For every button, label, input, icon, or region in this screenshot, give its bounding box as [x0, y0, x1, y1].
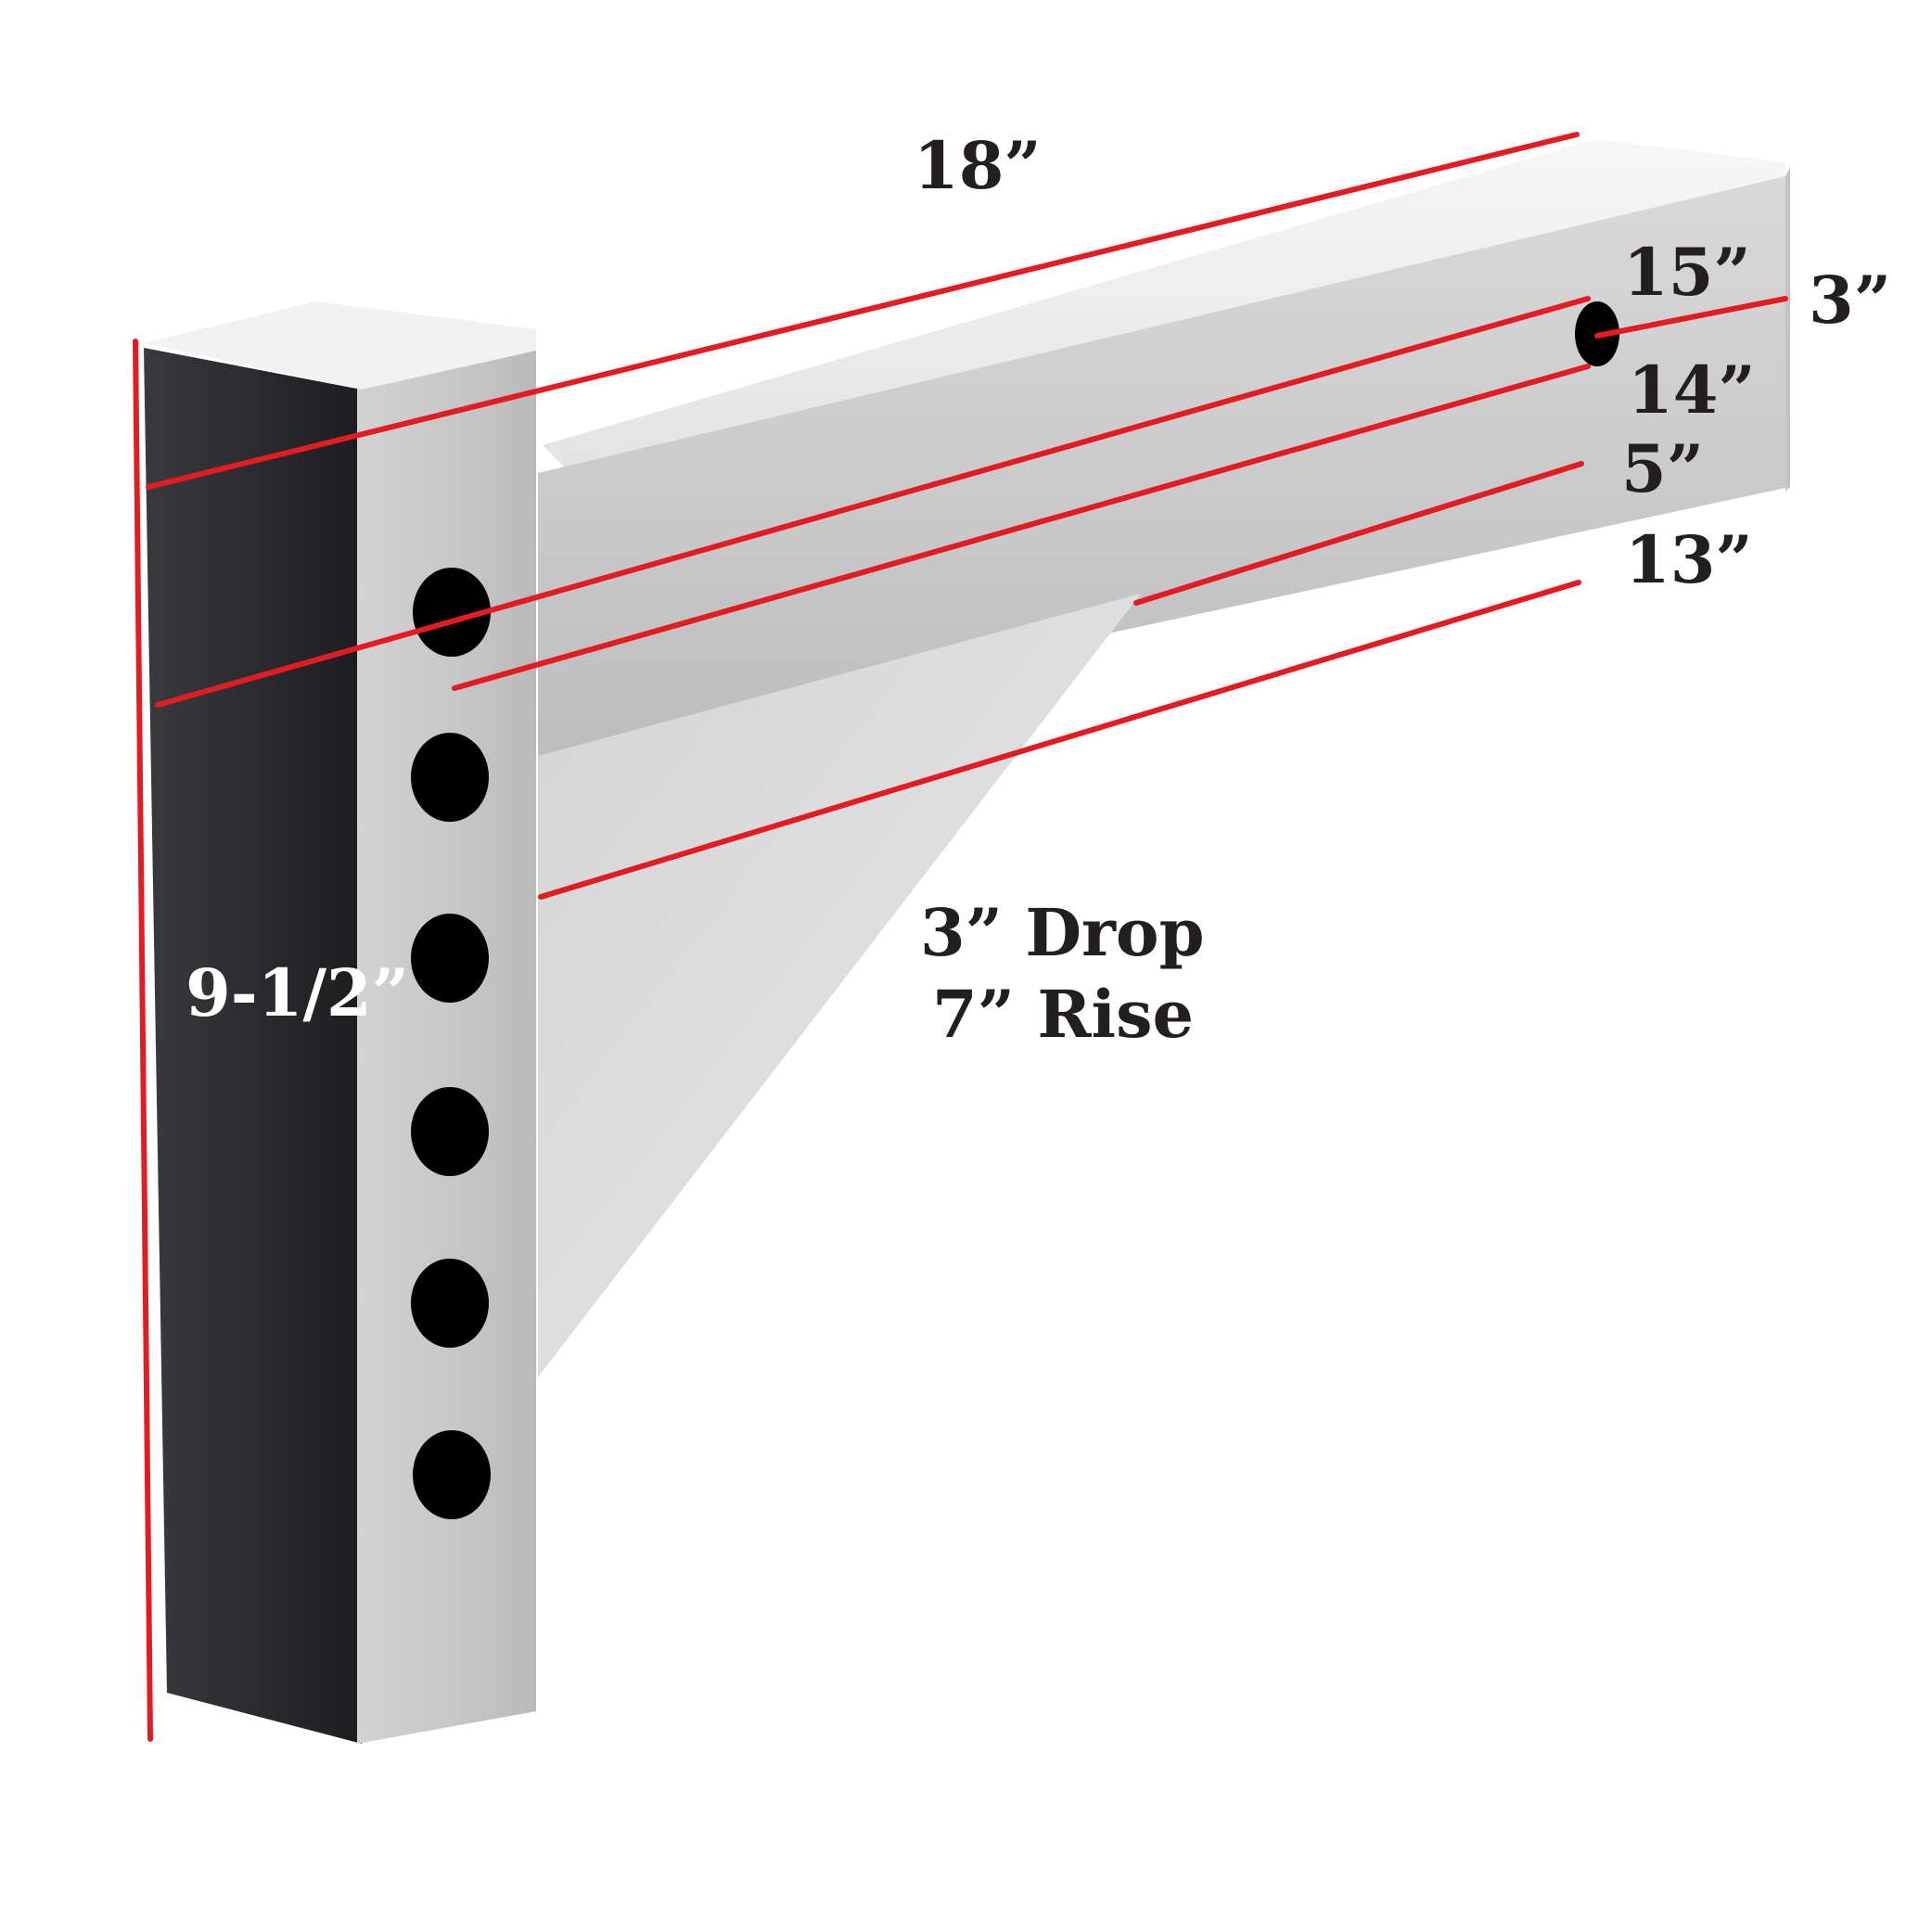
label-top-hole-lower: 14”: [1628, 352, 1756, 429]
label-overall-length: 18”: [914, 127, 1042, 204]
gusset-plate: [538, 594, 1141, 1377]
shank-holes: [411, 568, 491, 1519]
label-shank-height: 9-1/2”: [186, 954, 409, 1031]
shank-hole: [413, 1430, 491, 1519]
tube-end-face: [1785, 167, 1790, 492]
shank-dark-side: [144, 348, 362, 1744]
dimension-line-overall-length: [146, 132, 1580, 490]
tube-side-face: [538, 176, 1790, 756]
shank-hole: [411, 733, 489, 822]
dimension-line-top-hole-upper: [155, 296, 1591, 708]
shank-hole: [413, 568, 491, 657]
label-top-hole-upper: 15”: [1623, 234, 1751, 311]
shank-hole: [411, 914, 489, 1003]
label-gusset-top: 5”: [1621, 430, 1704, 507]
label-tube-height: 3”: [1809, 262, 1891, 339]
dimension-line-tube-height: [1594, 296, 1788, 339]
hitch-body: [144, 139, 1790, 1744]
shank-hole: [411, 1087, 489, 1176]
shank-top-cap: [144, 301, 536, 390]
label-gusset-bottom: 13”: [1625, 521, 1753, 598]
dimension-line-gusset-top: [1133, 461, 1584, 606]
label-rise: 7” Rise: [932, 976, 1194, 1053]
label-drop: 3” Drop: [920, 894, 1205, 971]
shank-hole: [411, 1259, 489, 1348]
tube-top-surface: [543, 139, 1785, 482]
shank-front-face: [357, 348, 536, 1744]
dimension-line-gusset-bottom: [538, 580, 1581, 900]
dimension-labels: 18” 15” 3” 14” 5” 13” 9-1/2” 3” Drop 7” …: [186, 127, 1891, 1053]
dimension-line-top-hole-lower: [452, 364, 1591, 691]
dimension-line-shank-height: [133, 339, 153, 1742]
dimension-lines: [133, 132, 1788, 1742]
